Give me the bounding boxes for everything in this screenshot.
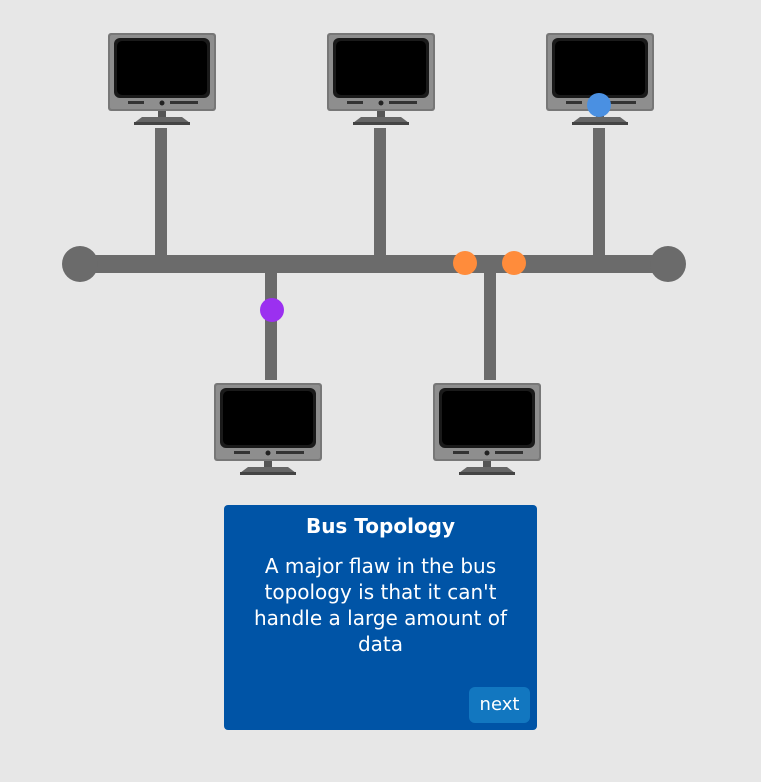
monitor-icon-bottom-right[interactable]	[433, 383, 541, 477]
monitor-icon-top-left[interactable]	[108, 33, 216, 127]
drop-line-bottom-left	[265, 270, 277, 380]
drop-line-top-right	[593, 128, 605, 258]
info-card-body: A major flaw in the bus topology is that…	[254, 554, 507, 656]
monitor-icon-bottom-left[interactable]	[214, 383, 322, 477]
drop-line-top-center	[374, 128, 386, 258]
drop-line-top-left	[155, 128, 167, 258]
drop-line-bottom-right	[484, 270, 496, 380]
monitor-icon-top-right[interactable]	[546, 33, 654, 127]
info-card-title: Bus Topology	[305, 514, 456, 538]
bus-terminator-icon-right	[650, 246, 686, 282]
next-button[interactable]: next	[469, 687, 530, 723]
info-card: Bus Topology A major flaw in the bus top…	[224, 505, 537, 730]
monitor-icon-top-center[interactable]	[327, 33, 435, 127]
bus-terminator-icon-left	[62, 246, 98, 282]
